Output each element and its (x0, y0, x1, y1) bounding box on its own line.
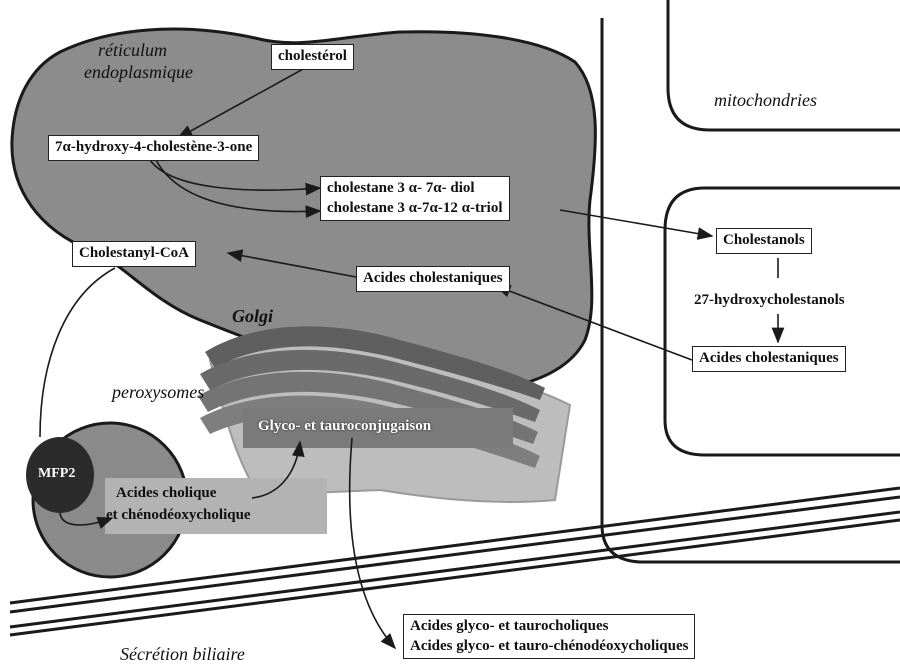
cholestane-triol-text: cholestane 3 α-7α-12 α-triol (327, 199, 503, 219)
hydroxycholestanols-label: 27-hydroxycholestanols (694, 292, 845, 309)
cholestanic-acids-er-box: Acides cholestaniques (356, 266, 510, 292)
cholestane-diol-text: cholestane 3 α- 7α- diol (327, 179, 503, 199)
cholestanyl-coa-box: Cholestanyl-CoA (72, 241, 196, 267)
cholestanols-box: Cholestanols (716, 228, 812, 254)
golgi-label: Golgi (232, 306, 273, 327)
conjugation-label: Glyco- et tauroconjugaison (258, 418, 431, 435)
secreted-acids-line1: Acides glyco- et taurocholiques (410, 617, 688, 637)
cholic-acids-line1: Acides cholique (116, 485, 216, 502)
mfp2-label: MFP2 (38, 466, 75, 482)
biliary-secretion-label: Sécrétion biliaire (120, 644, 245, 665)
er-label-line2: endoplasmique (84, 62, 193, 83)
er-label-line1: réticulum (98, 40, 167, 61)
secreted-acids-line2: Acides glyco- et tauro-chénodéoxycholiqu… (410, 637, 688, 657)
line-coa-to-peroxisome (40, 268, 115, 437)
secreted-acids-box: Acides glyco- et taurocholiques Acides g… (403, 614, 695, 659)
peroxisome-label: peroxysomes (112, 382, 204, 403)
cholestane-diol-triol-box: cholestane 3 α- 7α- diol cholestane 3 α-… (320, 176, 510, 221)
cholestanic-acids-mito-box: Acides cholestaniques (692, 346, 846, 372)
mitochondria-label: mitochondries (714, 90, 817, 111)
hydroxy-cholestenone-box: 7α-hydroxy-4-cholestène-3-one (48, 135, 259, 161)
cholesterol-box: cholestérol (271, 44, 354, 70)
cholic-acids-line2: et chénodéoxycholique (106, 507, 251, 524)
